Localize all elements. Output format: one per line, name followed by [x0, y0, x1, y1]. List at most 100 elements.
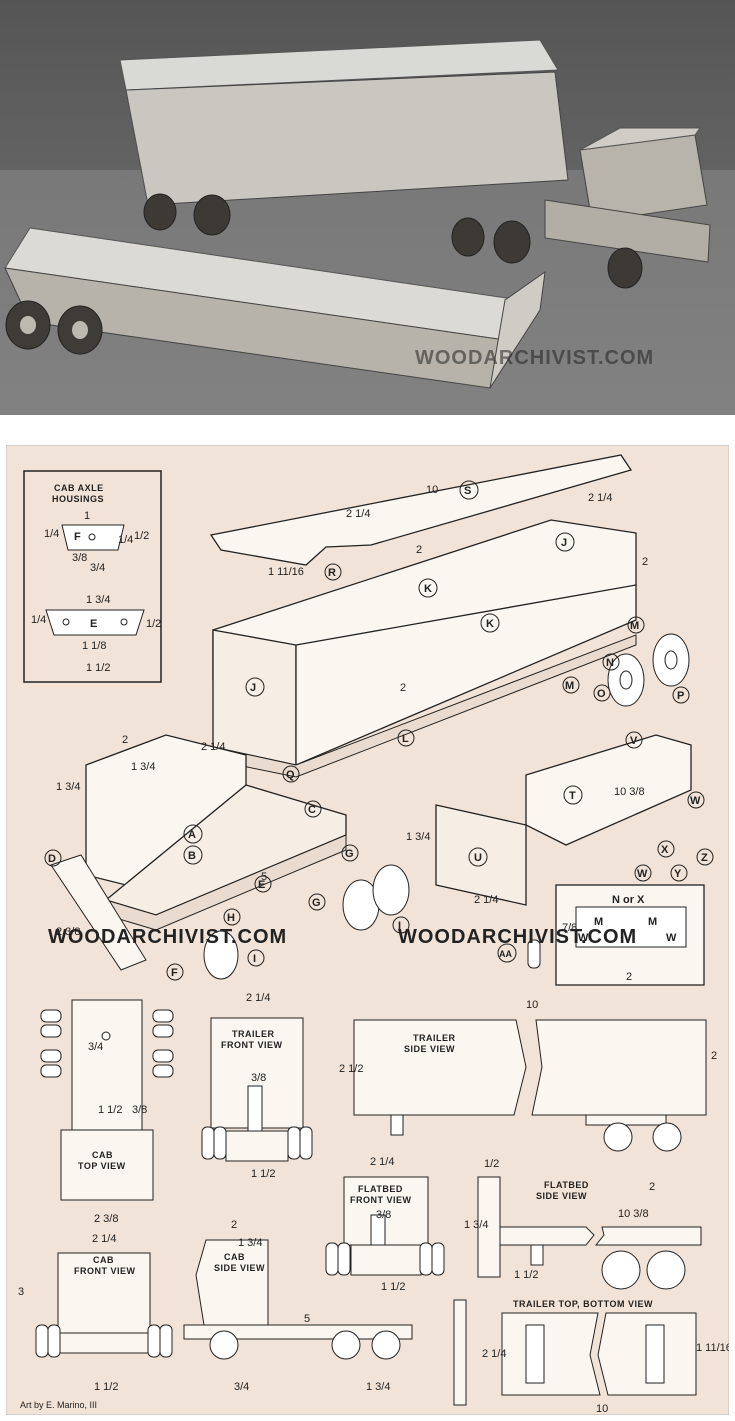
- svg-text:1/2: 1/2: [146, 618, 161, 630]
- svg-text:TRAILER: TRAILER: [413, 1033, 456, 1043]
- svg-text:FLATBED: FLATBED: [358, 1184, 403, 1194]
- svg-text:F: F: [171, 967, 178, 979]
- svg-text:2 1/4: 2 1/4: [201, 741, 225, 753]
- svg-text:10 3/8: 10 3/8: [614, 786, 645, 798]
- svg-text:X: X: [661, 844, 669, 856]
- plan-watermark-left: WOODARCHIVIST.COM: [48, 926, 287, 948]
- svg-text:1/4: 1/4: [118, 534, 133, 546]
- svg-text:10 3/8: 10 3/8: [618, 1208, 649, 1220]
- svg-text:E: E: [258, 879, 265, 891]
- svg-text:2: 2: [416, 544, 422, 556]
- axle-housings-subtitle: HOUSINGS: [52, 494, 104, 504]
- svg-text:1/2: 1/2: [484, 1158, 499, 1170]
- svg-text:CAB: CAB: [93, 1255, 114, 1265]
- svg-text:3/4: 3/4: [234, 1381, 249, 1393]
- svg-text:3/8: 3/8: [132, 1104, 147, 1116]
- svg-text:1 3/4: 1 3/4: [238, 1237, 262, 1249]
- svg-text:AA: AA: [499, 949, 512, 959]
- svg-text:M: M: [648, 916, 657, 928]
- svg-text:E: E: [90, 618, 97, 630]
- plan-watermark-right: WOODARCHIVIST.COM: [398, 926, 637, 948]
- svg-text:2: 2: [642, 556, 648, 568]
- svg-text:2 1/4: 2 1/4: [474, 894, 498, 906]
- svg-text:U: U: [474, 852, 482, 864]
- svg-text:F: F: [74, 531, 81, 543]
- svg-text:W: W: [666, 932, 677, 944]
- svg-text:TOP VIEW: TOP VIEW: [78, 1161, 126, 1171]
- svg-text:M: M: [594, 916, 603, 928]
- toy-truck-plan: CAB AXLE HOUSINGS F E 1 1/4 1/2 3/8 3/4 …: [5, 444, 732, 1416]
- svg-text:2 1/4: 2 1/4: [92, 1233, 116, 1245]
- svg-text:J: J: [561, 537, 567, 549]
- svg-text:1 1/2: 1 1/2: [94, 1381, 118, 1393]
- svg-text:FLATBED: FLATBED: [544, 1180, 589, 1190]
- svg-text:J: J: [250, 682, 256, 694]
- truck-cab: A B C D E F G G H I I Q 2 1 3/4 2 1/4 1 …: [44, 734, 410, 981]
- cab-top-view: CAB TOP VIEW 3/4 1 1/2 3/8 2 3/8: [40, 999, 174, 1225]
- svg-text:1 1/2: 1 1/2: [514, 1269, 538, 1281]
- svg-text:1 11/16: 1 11/16: [268, 566, 304, 578]
- svg-text:I: I: [253, 953, 256, 965]
- svg-text:G: G: [345, 848, 354, 860]
- svg-text:2 1/4: 2 1/4: [482, 1348, 506, 1360]
- svg-text:SIDE VIEW: SIDE VIEW: [536, 1191, 587, 1201]
- svg-text:1 3/4: 1 3/4: [464, 1219, 488, 1231]
- svg-text:1/2: 1/2: [134, 530, 149, 542]
- svg-text:R: R: [328, 567, 336, 579]
- photo-watermark: WOODARCHIVIST.COM: [415, 347, 654, 369]
- svg-text:2: 2: [122, 734, 128, 746]
- svg-text:2: 2: [711, 1050, 717, 1062]
- flatbed-side-view: FLATBED SIDE VIEW 1/2 1 3/4 10 3/8 1 1/2: [464, 1158, 702, 1290]
- svg-text:1 3/4: 1 3/4: [131, 761, 155, 773]
- svg-text:1 1/2: 1 1/2: [251, 1168, 275, 1180]
- svg-text:2 1/4: 2 1/4: [346, 508, 370, 520]
- svg-text:7/8: 7/8: [562, 922, 577, 934]
- svg-text:10: 10: [426, 484, 438, 496]
- svg-text:1 3/4: 1 3/4: [366, 1381, 390, 1393]
- trailer-side-view: TRAILER SIDE VIEW 10 2 1/2 2 2: [339, 999, 717, 1193]
- svg-text:CAB: CAB: [92, 1150, 113, 1160]
- svg-text:CAB: CAB: [224, 1252, 245, 1262]
- svg-text:3/4: 3/4: [90, 562, 105, 574]
- svg-text:1 3/4: 1 3/4: [406, 831, 430, 843]
- svg-text:K: K: [424, 583, 432, 595]
- svg-text:W: W: [578, 932, 589, 944]
- svg-text:FRONT VIEW: FRONT VIEW: [74, 1266, 136, 1276]
- svg-text:3/4: 3/4: [88, 1041, 103, 1053]
- svg-text:5: 5: [261, 871, 267, 883]
- svg-text:3: 3: [18, 1286, 24, 1298]
- svg-text:V: V: [630, 735, 638, 747]
- toy-truck-photo: WOODARCHIVIST.COM: [0, 0, 735, 415]
- flatbed-front-view: FLATBED FRONT VIEW 2 1/4 3/8 1 1/2: [325, 1156, 445, 1293]
- svg-text:10: 10: [596, 1403, 608, 1415]
- cab-front-view: CAB FRONT VIEW 2 1/4 3 1 1/2: [18, 1233, 173, 1393]
- svg-text:D: D: [48, 853, 56, 865]
- svg-text:2: 2: [626, 971, 632, 983]
- svg-text:2: 2: [649, 1181, 655, 1193]
- svg-text:1 3/4: 1 3/4: [86, 594, 110, 606]
- svg-text:2 1/2: 2 1/2: [339, 1063, 363, 1075]
- svg-text:10: 10: [526, 999, 538, 1011]
- svg-text:SIDE VIEW: SIDE VIEW: [404, 1044, 455, 1054]
- axle-housings-title: CAB AXLE: [54, 483, 104, 493]
- svg-text:G: G: [312, 897, 321, 909]
- axle-housings-inset: CAB AXLE HOUSINGS F E 1 1/4 1/2 3/8 3/4 …: [23, 470, 162, 683]
- svg-text:FRONT VIEW: FRONT VIEW: [221, 1040, 283, 1050]
- svg-text:W: W: [690, 795, 701, 807]
- svg-text:3/8: 3/8: [72, 552, 87, 564]
- svg-text:1 1/2: 1 1/2: [381, 1281, 405, 1293]
- svg-text:1 1/2: 1 1/2: [98, 1104, 122, 1116]
- trailer-top-title: TRAILER TOP, BOTTOM VIEW: [513, 1299, 653, 1309]
- flatbed-trailer: T U V W W X Y Z AA 10 3/8 2 1/4 1 3/4: [406, 731, 714, 969]
- svg-text:M: M: [630, 620, 639, 632]
- svg-text:2 3/8: 2 3/8: [94, 1213, 118, 1225]
- svg-text:N: N: [606, 657, 614, 669]
- svg-text:T: T: [569, 790, 576, 802]
- svg-text:3/8: 3/8: [251, 1072, 266, 1084]
- flatbed-top-board: S R 10 2 1/4 1 11/16: [209, 454, 633, 581]
- svg-text:2: 2: [231, 1219, 237, 1231]
- svg-text:2 1/4: 2 1/4: [246, 992, 270, 1004]
- svg-text:O: O: [597, 688, 606, 700]
- svg-text:2: 2: [400, 682, 406, 694]
